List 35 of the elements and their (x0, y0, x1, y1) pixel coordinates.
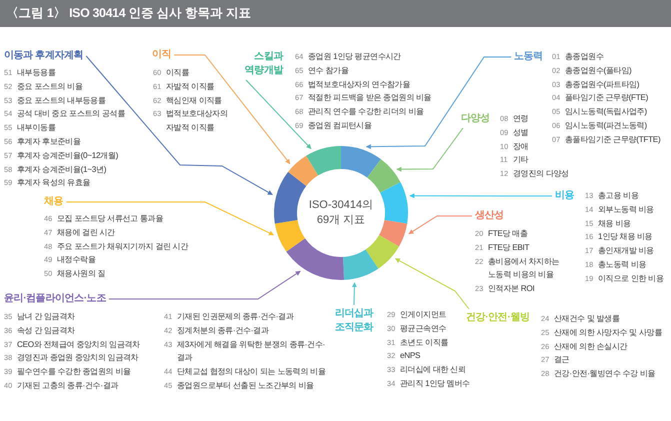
center-label: ISO-30414의 69개 지표 (308, 198, 374, 228)
donut-segment (288, 156, 318, 186)
category-heading: 채용 (44, 195, 64, 209)
leader-line (246, 80, 312, 150)
donut-segment (343, 250, 378, 280)
category-heading: 생산성 (475, 209, 504, 223)
donut-segment (380, 182, 408, 224)
leader-line (366, 56, 512, 150)
leader-line (396, 128, 464, 172)
category-heading: 건강·안전·웰빙 (466, 311, 530, 325)
leader-line (408, 216, 472, 234)
leader-line (174, 54, 290, 164)
donut-segment (379, 220, 408, 246)
donut-segment (367, 159, 400, 193)
leader-line (108, 270, 301, 300)
category-heading: 이동과 후계자계획 (4, 49, 84, 63)
category-heading: 스킬과 역량개발 (237, 50, 283, 78)
leader-line (352, 282, 357, 306)
category-heading: 리더십과 조직문화 (331, 307, 377, 335)
category-heading: 비용 (555, 189, 574, 203)
leader-line (86, 56, 273, 196)
leader-line (409, 193, 552, 198)
category-heading: 노동력 (514, 50, 543, 64)
donut-segment (341, 146, 381, 178)
donut-segment (274, 220, 306, 252)
category-heading: 다양성 (461, 112, 490, 126)
donut-segment (274, 172, 306, 224)
donut-segment (366, 235, 400, 269)
leader-line (394, 258, 470, 310)
category-heading: 이직 (152, 48, 172, 62)
category-heading: 윤리·컴플라이언스·노조 (4, 292, 106, 306)
leader-line (66, 202, 274, 236)
donut-segment (286, 238, 344, 280)
title-bar: 〈그림 1〉 ISO 30414 인증 심사 항목과 지표 (0, 0, 671, 27)
donut-segment (306, 146, 341, 176)
